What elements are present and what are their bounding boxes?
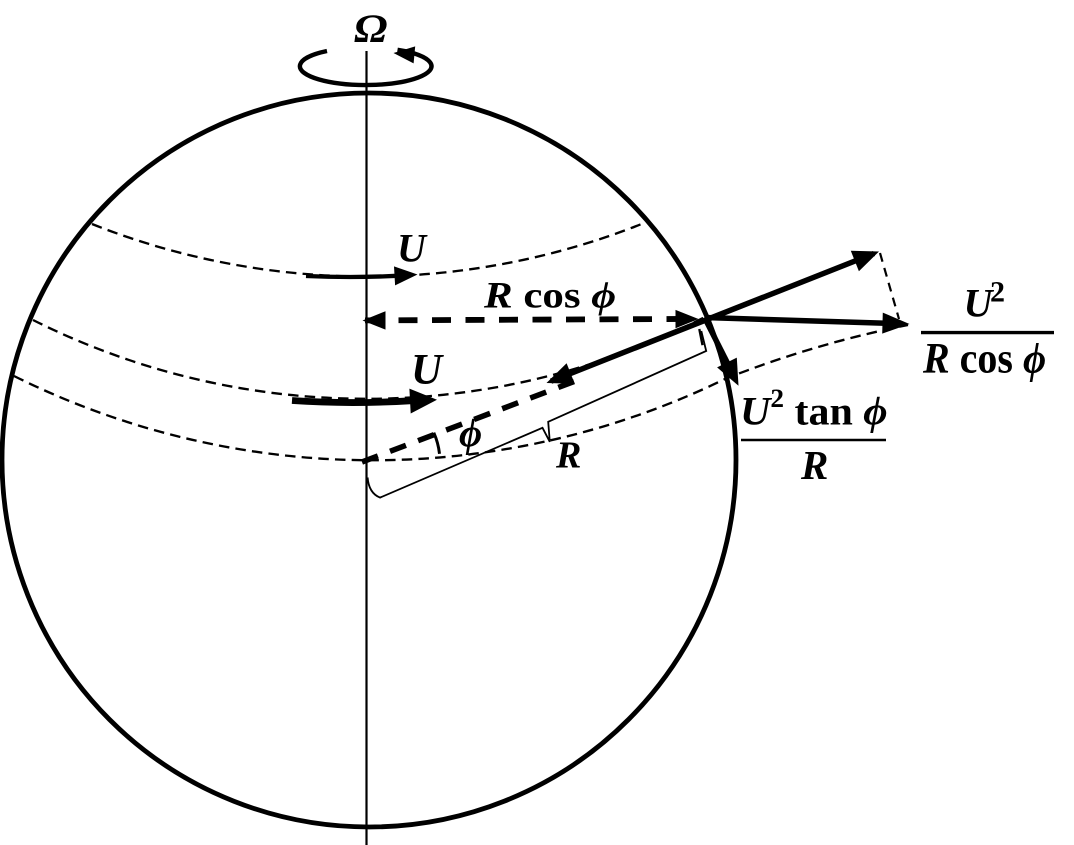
svg-text:R: R (800, 442, 828, 488)
svg-text:U: U (411, 346, 444, 393)
svg-text:ϕ: ϕ (459, 411, 482, 456)
svg-text:U: U (964, 281, 995, 326)
svg-text:R cos ϕ: R cos ϕ (922, 334, 1046, 382)
svg-text:R: R (555, 435, 581, 477)
svg-text:2: 2 (990, 276, 1005, 309)
svg-text:R cos ϕ: R cos ϕ (483, 274, 616, 316)
svg-text:U2 tan ϕ: U2 tan ϕ (740, 383, 888, 433)
svg-text:Ω: Ω (354, 7, 387, 51)
svg-text:U: U (397, 225, 428, 270)
